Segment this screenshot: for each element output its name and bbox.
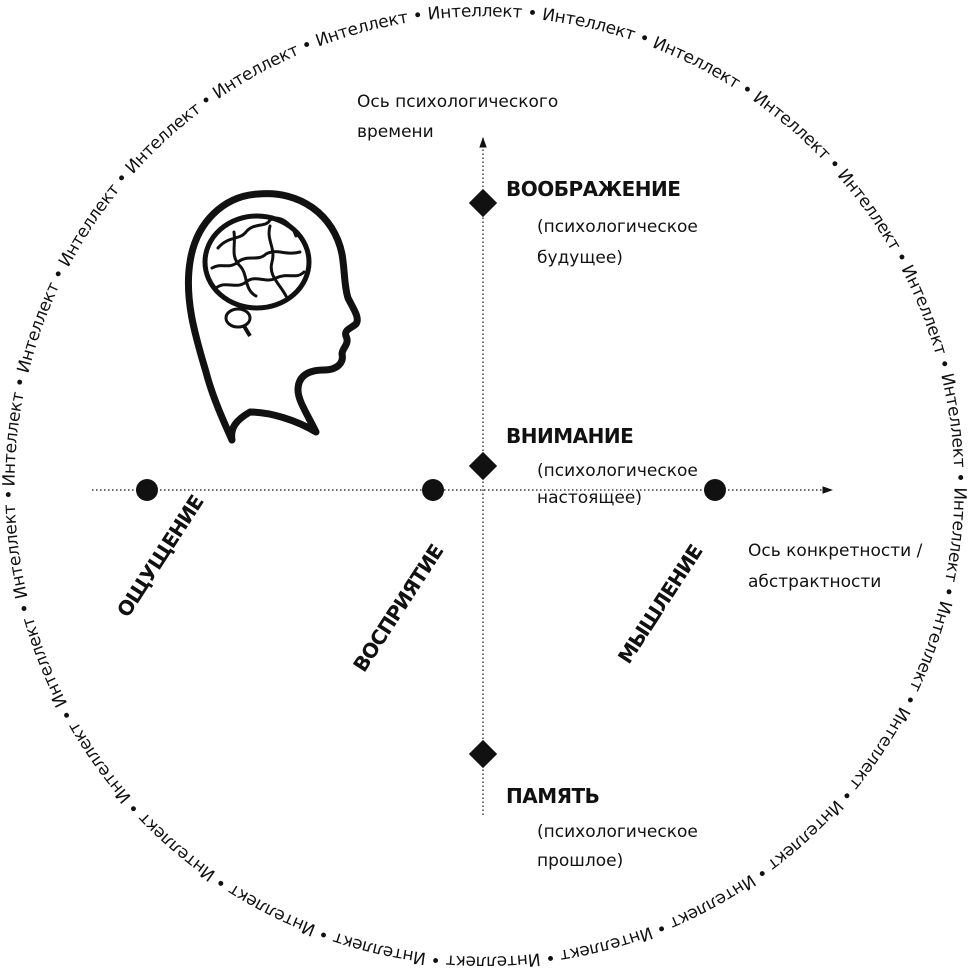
perception-label: ВОСПРИЯТИЕ bbox=[348, 540, 448, 676]
sensation-dot bbox=[136, 479, 158, 501]
head-brain-icon bbox=[184, 190, 361, 444]
imagination-diamond bbox=[468, 188, 498, 218]
imagination-title: ВООБРАЖЕНИЕ bbox=[506, 177, 680, 201]
horizontal-axis-label: Ось конкретности / bbox=[748, 541, 923, 561]
vertical-axis-label-line2: времени bbox=[357, 122, 434, 142]
perception-dot bbox=[422, 479, 444, 501]
attention-title: ВНИМАНИЕ bbox=[506, 424, 633, 448]
imagination-subtitle-2: будущее) bbox=[537, 248, 623, 268]
imagination-subtitle-1: (психологическое bbox=[537, 217, 698, 237]
attention-subtitle-1: (психологическое bbox=[537, 461, 698, 481]
thinking-dot bbox=[704, 479, 726, 501]
attention-diamond bbox=[468, 451, 498, 481]
vertical-axis-label: Ось психологического bbox=[357, 92, 558, 112]
memory-subtitle-1: (психологическое bbox=[537, 822, 698, 842]
horizontal-axis-label-line2: абстрактности bbox=[748, 572, 881, 592]
memory-diamond bbox=[468, 739, 498, 769]
memory-subtitle-2: прошлое) bbox=[537, 851, 623, 871]
sensation-label: ОЩУЩЕНИЕ bbox=[112, 491, 208, 621]
thinking-label: МЫШЛЕНИЕ bbox=[613, 540, 707, 668]
memory-title: ПАМЯТЬ bbox=[506, 784, 599, 808]
attention-subtitle-2: настоящее) bbox=[537, 488, 642, 508]
